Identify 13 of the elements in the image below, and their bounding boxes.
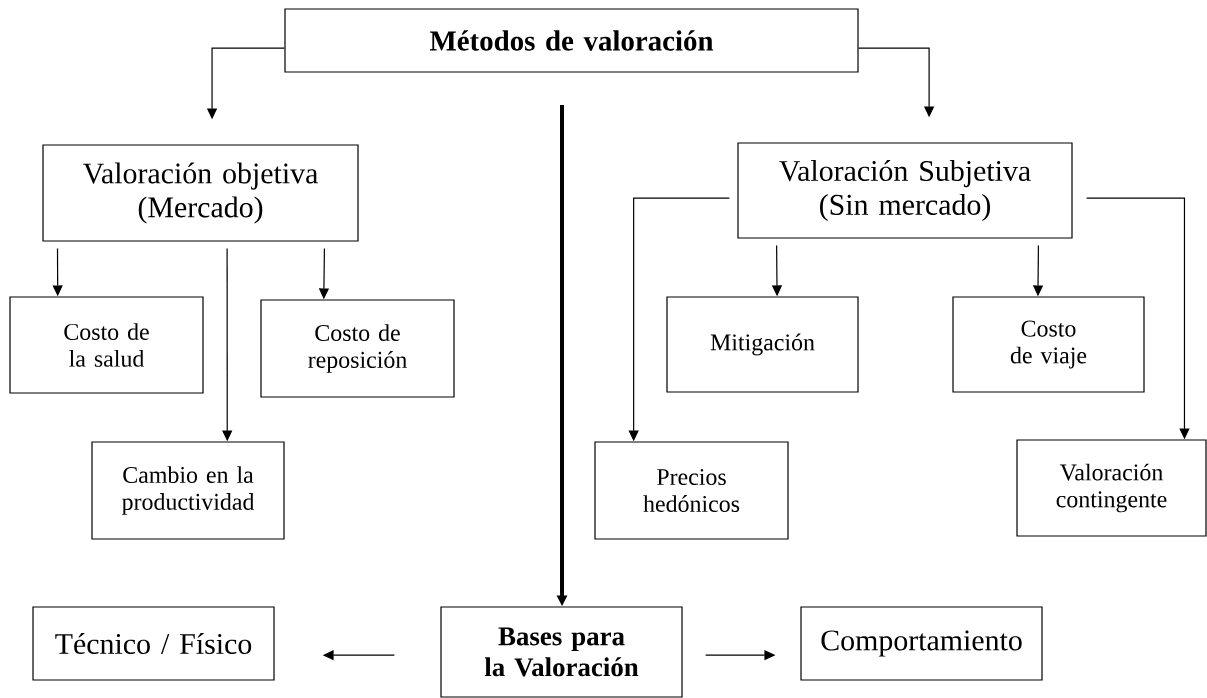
method-box: Costo de la salud xyxy=(9,296,204,394)
basis-box: Técnico / Físico xyxy=(32,606,275,681)
method-box: Cambio en la productividad xyxy=(91,441,285,540)
method-box: Costo de reposición xyxy=(260,299,455,398)
basis-box: Bases para la Valoración xyxy=(440,606,683,698)
basis-box: Comportamiento xyxy=(800,606,1043,681)
method-box: Precios hedónicos xyxy=(594,441,789,540)
method-box: Mitigación xyxy=(666,296,859,393)
method-box: Costo de viaje xyxy=(952,296,1145,393)
method-box: Valoración contingente xyxy=(1016,439,1207,537)
category-box: Valoración Subjetiva (Sin mercado) xyxy=(737,142,1073,239)
title-box: Métodos de valoración xyxy=(284,8,859,73)
category-box: Valoración objetiva (Mercado) xyxy=(42,144,359,242)
